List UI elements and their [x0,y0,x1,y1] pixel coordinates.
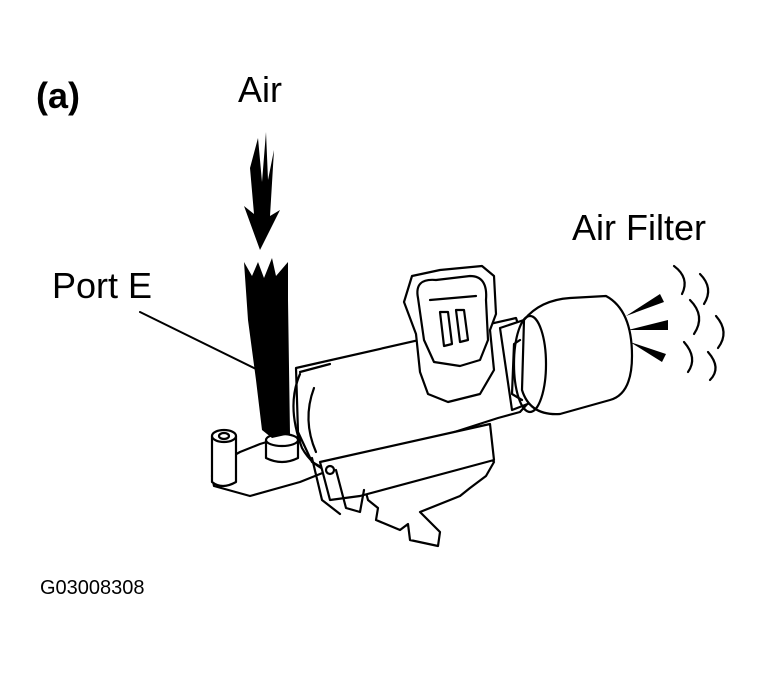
air-filter [520,294,634,416]
air-escape-puffs [626,264,725,382]
lower-housing [318,422,496,502]
port-e-label: Port E [52,265,153,306]
air-filter-label: Air Filter [572,207,706,248]
port-e-leader-line [139,311,259,371]
air-label: Air [238,69,282,110]
panel-label: (a) [36,75,80,116]
air-down-arrow [244,132,280,250]
side-nipple [210,434,238,488]
figure-id: G03008308 [40,577,145,599]
air-jet-stream [244,258,290,438]
